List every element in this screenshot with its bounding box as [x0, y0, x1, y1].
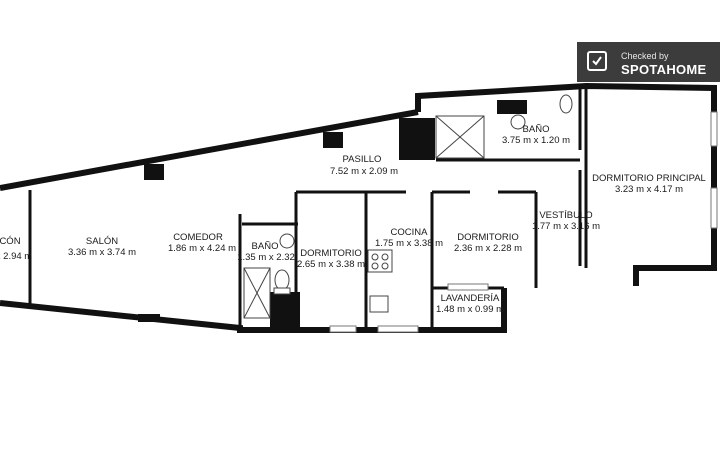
- svg-text:BAÑO: BAÑO: [252, 241, 279, 252]
- svg-text:COCINA: COCINA: [391, 227, 429, 238]
- svg-text:DORMITORIO PRINCIPAL: DORMITORIO PRINCIPAL: [592, 173, 706, 184]
- svg-text:COMEDOR: COMEDOR: [173, 232, 223, 243]
- room-label-dormitorio-principal: DORMITORIO PRINCIPAL 3.23 m x 4.17 m: [592, 173, 706, 195]
- wall-column: [144, 164, 164, 180]
- room-label-cocina: COCINA 1.75 m x 3.38 m: [375, 227, 443, 249]
- room-label-salon: SALÓN 3.36 m x 3.74 m: [68, 236, 136, 258]
- sink-icon: [279, 114, 526, 249]
- svg-text:LAVANDERÍA: LAVANDERÍA: [441, 293, 500, 304]
- svg-text:1.86 m x 4.24 m: 1.86 m x 4.24 m: [168, 243, 236, 254]
- room-label-dormitorio: DORMITORIO 2.36 m x 2.28 m: [454, 232, 522, 254]
- svg-text:PASILLO: PASILLO: [343, 154, 382, 165]
- wall-column: [399, 118, 435, 160]
- room-label-bano: BAÑO 3.75 m x 1.20 m: [502, 124, 570, 146]
- kitchen-sink-icon: [369, 295, 389, 313]
- svg-text:DORMITORIO: DORMITORIO: [300, 248, 362, 259]
- shower-tray: [243, 115, 485, 319]
- stove-icon: [367, 249, 393, 273]
- room-label-bano: BAÑO 1.35 m x 2.32: [237, 241, 295, 263]
- svg-text:2.36 m x 2.28 m: 2.36 m x 2.28 m: [454, 243, 522, 254]
- svg-text:1.77 m x 3.16 m: 1.77 m x 3.16 m: [532, 221, 600, 232]
- svg-text:2.65 m x 3.38 m: 2.65 m x 3.38 m: [297, 259, 365, 270]
- spotahome-badge: Checked by SPOTAHOME: [577, 42, 720, 82]
- wall-column: [138, 314, 160, 322]
- svg-text:3.36 m x 3.74 m: 3.36 m x 3.74 m: [68, 247, 136, 258]
- svg-text:3.23 m x 4.17 m: 3.23 m x 4.17 m: [615, 184, 683, 195]
- room-label-pasillo: PASILLO 7.52 m x 2.09 m: [330, 154, 398, 177]
- room-label-vestibulo: VESTÍBULO 1.77 m x 3.16 m: [532, 210, 600, 232]
- room-label-dormitorio: DORMITORIO 2.65 m x 3.38 m: [297, 248, 365, 270]
- svg-text:x 2.94 m: x 2.94 m: [0, 251, 32, 262]
- wall-column: [323, 132, 343, 148]
- svg-text:1.48 m x 0.99 m: 1.48 m x 0.99 m: [436, 304, 504, 315]
- wall-column: [497, 100, 527, 114]
- svg-text:DORMITORIO: DORMITORIO: [457, 232, 519, 243]
- toilet-icon: [273, 94, 573, 295]
- svg-text:BAÑO: BAÑO: [523, 124, 550, 135]
- svg-text:1.35 m x 2.32: 1.35 m x 2.32: [237, 252, 295, 263]
- windows: [329, 111, 718, 333]
- checkmark-icon: [587, 51, 607, 71]
- svg-text:3.75 m x 1.20 m: 3.75 m x 1.20 m: [502, 135, 570, 146]
- svg-text:VESTÍBULO: VESTÍBULO: [539, 210, 592, 221]
- svg-text:SALÓN: SALÓN: [86, 236, 118, 247]
- checked-by-label: Checked by: [621, 51, 669, 61]
- brand-name: SPOTAHOME: [621, 62, 707, 77]
- svg-text:7.52 m x 2.09 m: 7.52 m x 2.09 m: [330, 166, 398, 177]
- svg-text:CÓN: CÓN: [0, 236, 21, 247]
- svg-text:1.75 m x 3.38 m: 1.75 m x 3.38 m: [375, 238, 443, 249]
- room-label-comedor: COMEDOR 1.86 m x 4.24 m: [168, 232, 236, 254]
- room-label-balcon: CÓN x 2.94 m: [0, 236, 32, 262]
- room-label-lavanderia: LAVANDERÍA 1.48 m x 0.99 m: [436, 293, 504, 315]
